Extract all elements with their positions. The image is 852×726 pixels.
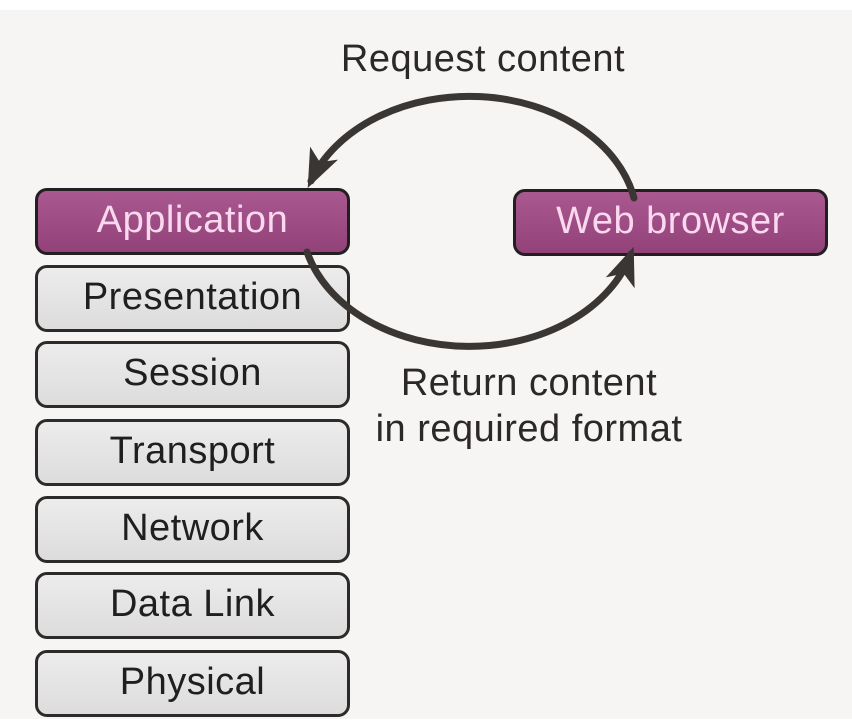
request-content-label: Request content (340, 38, 626, 80)
request-arrow (307, 92, 638, 202)
osi-layer-presentation: Presentation (35, 265, 350, 332)
osi-layer-application: Application (35, 188, 350, 255)
osi-layer-label: Network (121, 507, 264, 549)
osi-layer-label: Application (96, 199, 289, 241)
web-browser-label: Web browser (556, 200, 785, 242)
bottom-edge-strip (0, 719, 852, 726)
osi-layer-label: Data Link (109, 583, 276, 625)
osi-layer-physical: Physical (35, 650, 350, 717)
top-edge-strip (0, 0, 852, 10)
osi-layer-label: Session (123, 352, 262, 394)
osi-layer-transport: Transport (35, 419, 350, 486)
osi-layer-label: Transport (109, 430, 276, 472)
osi-layer-label: Presentation (82, 276, 303, 318)
return-arrow (303, 246, 635, 350)
web-browser-node: Web browser (513, 189, 828, 256)
osi-layer-label: Physical (119, 661, 266, 703)
return-content-label: Return content in required format (375, 362, 683, 450)
osi-layer-session: Session (35, 341, 350, 408)
osi-layer-network: Network (35, 496, 350, 563)
osi-layer-data-link: Data Link (35, 572, 350, 639)
